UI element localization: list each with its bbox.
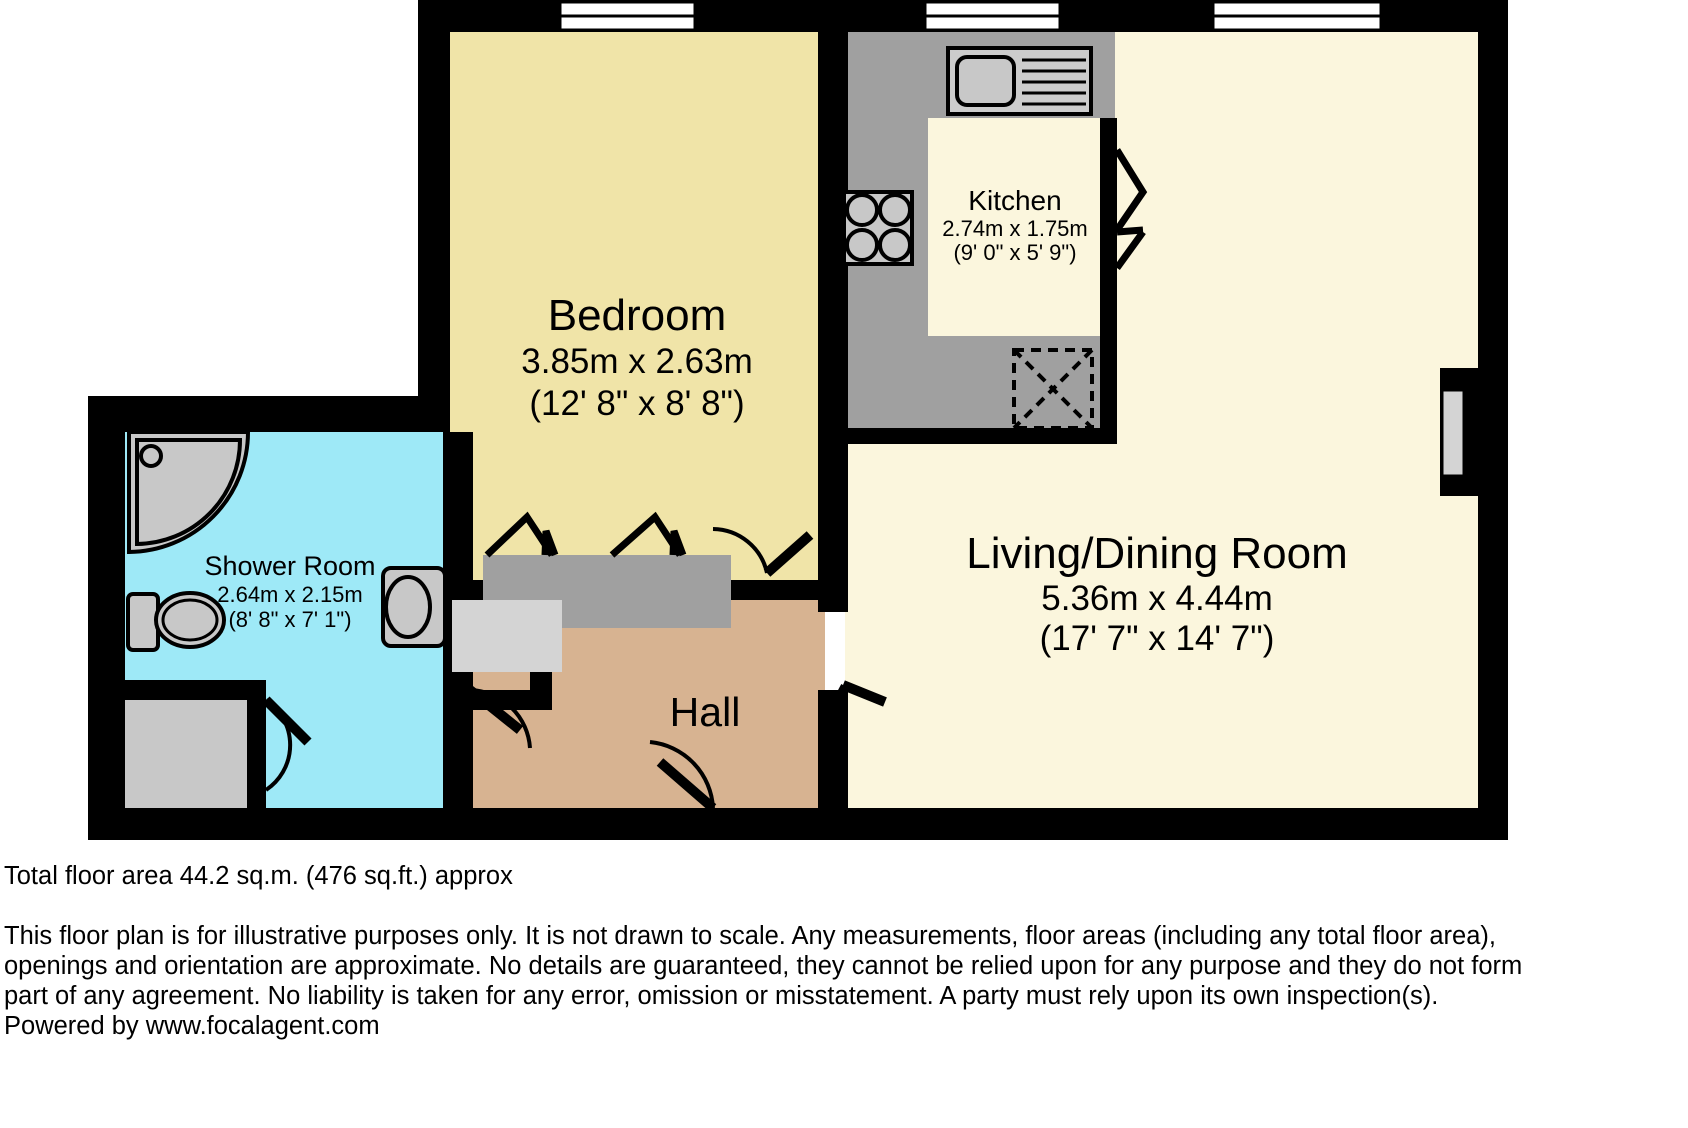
- wardrobe-icon: [452, 600, 562, 672]
- living-dining-room-label: Living/Dining Room: [966, 529, 1348, 578]
- floor-plan-drawing: Kitchen 2.74m x 1.75m (9' 0" x 5' 9") Be…: [88, 0, 1508, 840]
- wall-living-left-upper: [818, 30, 848, 592]
- disclaimer-line-1: This floor plan is for illustrative purp…: [4, 922, 1496, 950]
- bedroom-dim-metric: 3.85m x 2.63m: [521, 342, 753, 381]
- hall-fixtures: [452, 600, 887, 812]
- hall-living-door-icon: [829, 680, 887, 774]
- kitchen-appliance-icon: [1012, 348, 1094, 430]
- hall-entry-door-icon: [649, 740, 717, 812]
- bedroom-dim-imperial: (12' 8" x 8' 8"): [529, 384, 744, 423]
- shower-room-door-icon: [262, 696, 312, 792]
- kitchen-dim-imperial: (9' 0" x 5' 9"): [953, 240, 1076, 265]
- total-floor-area-text: Total floor area 44.2 sq.m. (476 sq.ft.)…: [4, 862, 513, 890]
- living-dining-room-dim-metric: 5.36m x 4.44m: [1041, 579, 1273, 618]
- bedroom-door-icon: [712, 527, 814, 577]
- wall-left-lower: [88, 396, 125, 840]
- wall-left-block-top: [88, 396, 450, 432]
- wall-right: [1478, 0, 1508, 840]
- wall-shower-lower-divider: [246, 680, 266, 810]
- kitchen-doorway-icon: [1114, 148, 1148, 271]
- storage-cupboard-icon: [125, 700, 247, 808]
- disclaimer-line-2: openings and orientation are approximate…: [4, 952, 1523, 980]
- wall-bottom: [88, 808, 1508, 840]
- disclaimer-text: This floor plan is for illustrative purp…: [4, 921, 1676, 1041]
- hall-label: Hall: [670, 689, 741, 735]
- wall-kitchen-right: [1100, 118, 1117, 444]
- kitchen-dim-metric: 2.74m x 1.75m: [942, 216, 1088, 241]
- wall-kitchen-bottom: [845, 428, 1117, 444]
- kitchen-fixtures: [842, 46, 1148, 430]
- wall-shower-bottom-left: [88, 680, 266, 700]
- disclaimer-line-4-powered-by: Powered by www.focalagent.com: [4, 1012, 380, 1040]
- wall-living-left-lower: [818, 592, 848, 612]
- bedroom-fill: [450, 30, 825, 592]
- shower-room-dim-metric: 2.64m x 2.15m: [217, 582, 363, 607]
- shower-room-fixtures: [125, 430, 447, 808]
- kitchen-fill: [928, 118, 1114, 336]
- bedroom-label: Bedroom: [548, 291, 727, 340]
- shower-tray-icon: [127, 430, 251, 555]
- shower-room-label: Shower Room: [204, 551, 375, 581]
- bed-pillows-icon: [484, 511, 687, 558]
- toilet-icon: [126, 591, 226, 652]
- hall-shower-door-icon: [466, 686, 532, 749]
- kitchen-label: Kitchen: [968, 185, 1061, 216]
- disclaimer-line-3: part of any agreement. No liability is t…: [4, 982, 1439, 1010]
- window-living-side: [1440, 388, 1466, 478]
- wall-bedroom-left-upper: [418, 0, 450, 432]
- living-dining-room-dim-imperial: (17' 7" x 14' 7"): [1040, 619, 1275, 658]
- room-labels: Kitchen 2.74m x 1.75m (9' 0" x 5' 9") Be…: [204, 185, 1347, 735]
- wash-basin-icon: [381, 566, 447, 648]
- shower-room-dim-imperial: (8' 8" x 7' 1"): [228, 607, 351, 632]
- windows: [558, 0, 1466, 478]
